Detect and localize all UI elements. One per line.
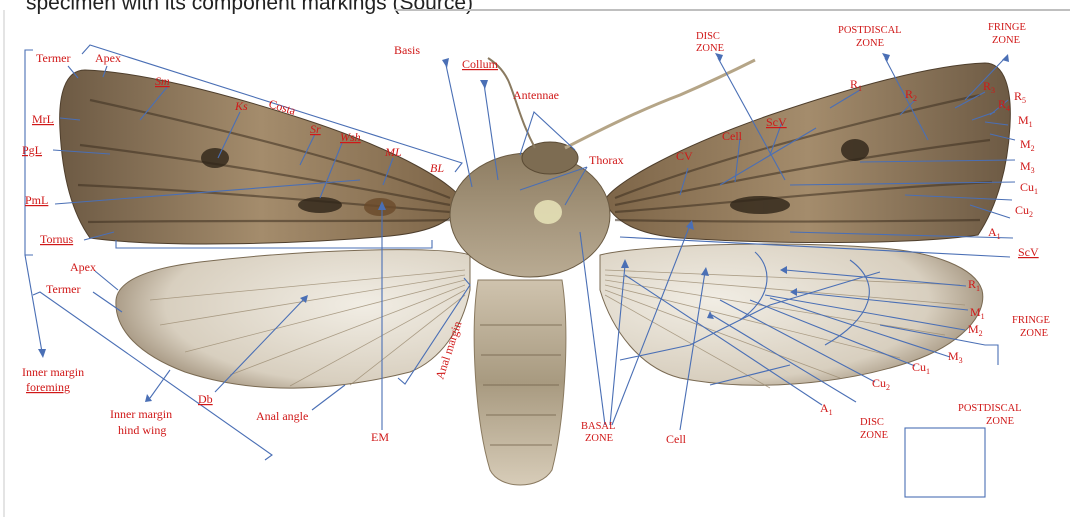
label-disc-zone-top-2: ZONE <box>696 43 724 54</box>
label-ml: ML <box>384 145 402 159</box>
postdiscal-zone-box <box>905 428 985 497</box>
label-m1-bottom: M1 <box>970 305 985 321</box>
label-apex-hindwing: Apex <box>70 260 96 274</box>
label-wsh: Wsh <box>340 130 361 144</box>
label-postdiscal-zone-top-1: POSTDISCAL <box>838 25 902 36</box>
label-cv: CV <box>676 149 693 163</box>
right-forewing <box>605 63 1010 243</box>
header-fragment: specimen with its component markings (So… <box>26 0 473 15</box>
label-apex-forewing: Apex <box>95 51 121 65</box>
label-inner-margin-hindwing-2: hind wing <box>118 423 166 437</box>
label-r1-top: R1 <box>850 77 862 93</box>
label-fringe-zone-top-1: FRINGE <box>988 22 1026 33</box>
label-anal-angle: Anal angle <box>256 409 308 423</box>
label-ks: Ks <box>234 99 248 113</box>
label-cu2-top: Cu2 <box>1015 203 1033 219</box>
label-em: EM <box>371 430 389 444</box>
label-disc-zone-bottom-1: DISC <box>860 417 884 428</box>
left-antenna <box>488 58 535 148</box>
label-m1-top: M1 <box>1018 113 1033 129</box>
label-inner-margin-forewing-1: Inner margin <box>22 365 84 379</box>
label-postdiscal-zone-bottom-2: ZONE <box>986 416 1014 427</box>
label-tornus: Tornus <box>40 232 73 246</box>
label-mrl: MrL <box>32 112 54 126</box>
label-cell-bottom: Cell <box>666 432 687 446</box>
label-inner-margin-hindwing-1: Inner margin <box>110 407 172 421</box>
label-inner-margin-forewing-2: foreming <box>26 380 70 394</box>
label-termer-forewing: Termer <box>36 51 70 65</box>
label-r5: R5 <box>1014 89 1026 105</box>
label-pgl: PgL <box>22 143 42 157</box>
label-antennae: Antennae <box>513 88 559 102</box>
label-m3-top: M3 <box>1020 159 1035 175</box>
label-basal-zone-1: BASAL <box>581 421 615 432</box>
label-bl: BL <box>430 161 444 175</box>
label-sr: Sr <box>310 122 321 136</box>
label-m2-top: M2 <box>1020 137 1035 153</box>
label-basis: Basis <box>394 43 420 57</box>
label-scv-bottom: ScV <box>1018 245 1039 259</box>
label-disc-zone-top-1: DISC <box>696 31 720 42</box>
label-postdiscal-zone-top-2: ZONE <box>856 38 884 49</box>
label-cu1-top: Cu1 <box>1020 180 1038 196</box>
label-r1-bottom: R1 <box>968 277 980 293</box>
label-a1-bottom: A1 <box>820 401 833 417</box>
thorax <box>450 153 610 277</box>
left-hindwing <box>116 250 470 388</box>
label-a1-top: A1 <box>988 225 1001 241</box>
label-fringe-zone-bottom-1: FRINGE <box>1012 315 1050 326</box>
label-cu2-bottom: Cu2 <box>872 376 890 392</box>
label-pml: PmL <box>25 193 48 207</box>
abdomen <box>474 280 566 485</box>
label-m2-bottom: M2 <box>968 322 983 338</box>
label-cell-top: Cell <box>722 129 743 143</box>
label-collum: Collum <box>462 57 499 71</box>
label-cu1-bottom: Cu1 <box>912 360 930 376</box>
label-termer-hindwing: Termer <box>46 282 80 296</box>
label-fringe-zone-bottom-2: ZONE <box>1020 328 1048 339</box>
label-fringe-zone-top-2: ZONE <box>992 35 1020 46</box>
label-disc-zone-bottom-2: ZONE <box>860 430 888 441</box>
label-db: Db <box>198 392 213 406</box>
label-m3-bottom: M3 <box>948 349 963 365</box>
label-scv-top: ScV <box>766 115 787 129</box>
label-thorax: Thorax <box>589 153 624 167</box>
label-basal-zone-2: ZONE <box>585 433 613 444</box>
label-postdiscal-zone-bottom-1: POSTDISCAL <box>958 403 1022 414</box>
label-sm: Sm <box>155 74 170 88</box>
